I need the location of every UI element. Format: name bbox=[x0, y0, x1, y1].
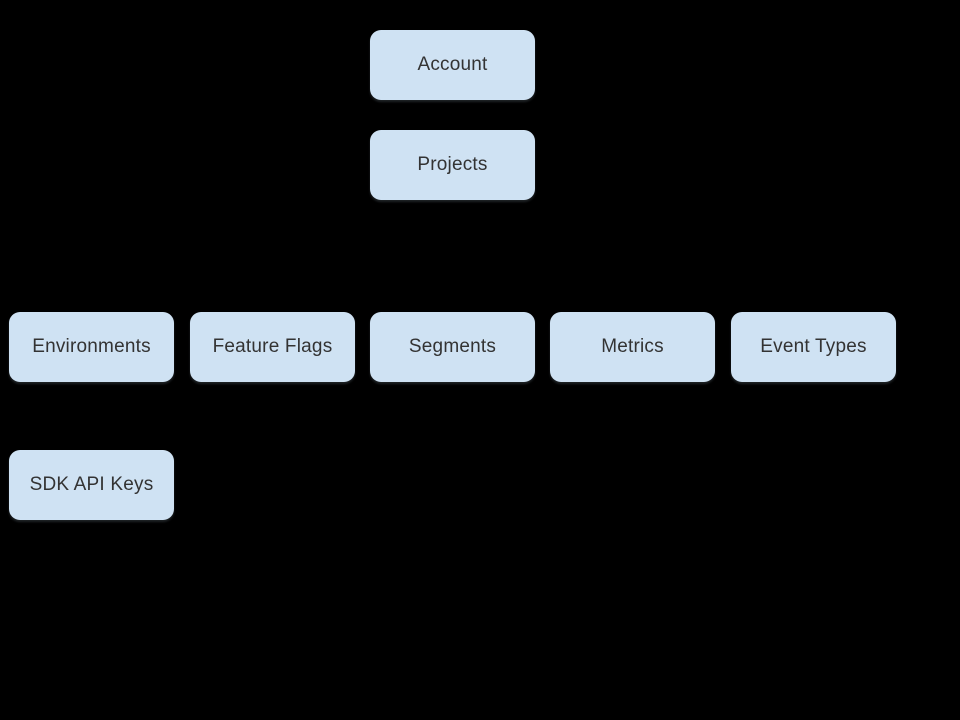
node-environments: Environments bbox=[9, 312, 174, 382]
node-account-label: Account bbox=[417, 54, 488, 75]
node-event-types: Event Types bbox=[731, 312, 896, 382]
node-segments-label: Segments bbox=[408, 336, 497, 357]
node-projects-label: Projects bbox=[417, 154, 488, 175]
node-environments-label: Environments bbox=[32, 336, 151, 357]
node-sdk-api-keys: SDK API Keys bbox=[9, 450, 174, 520]
node-feature-flags-label: Feature Flags bbox=[212, 336, 333, 357]
node-account: Account bbox=[370, 30, 535, 100]
node-segments: Segments bbox=[370, 312, 535, 382]
node-projects: Projects bbox=[370, 130, 535, 200]
node-metrics: Metrics bbox=[550, 312, 715, 382]
node-event-types-label: Event Types bbox=[760, 336, 867, 357]
node-sdk-api-keys-label: SDK API Keys bbox=[29, 474, 154, 495]
node-feature-flags: Feature Flags bbox=[190, 312, 355, 382]
node-metrics-label: Metrics bbox=[601, 336, 664, 357]
